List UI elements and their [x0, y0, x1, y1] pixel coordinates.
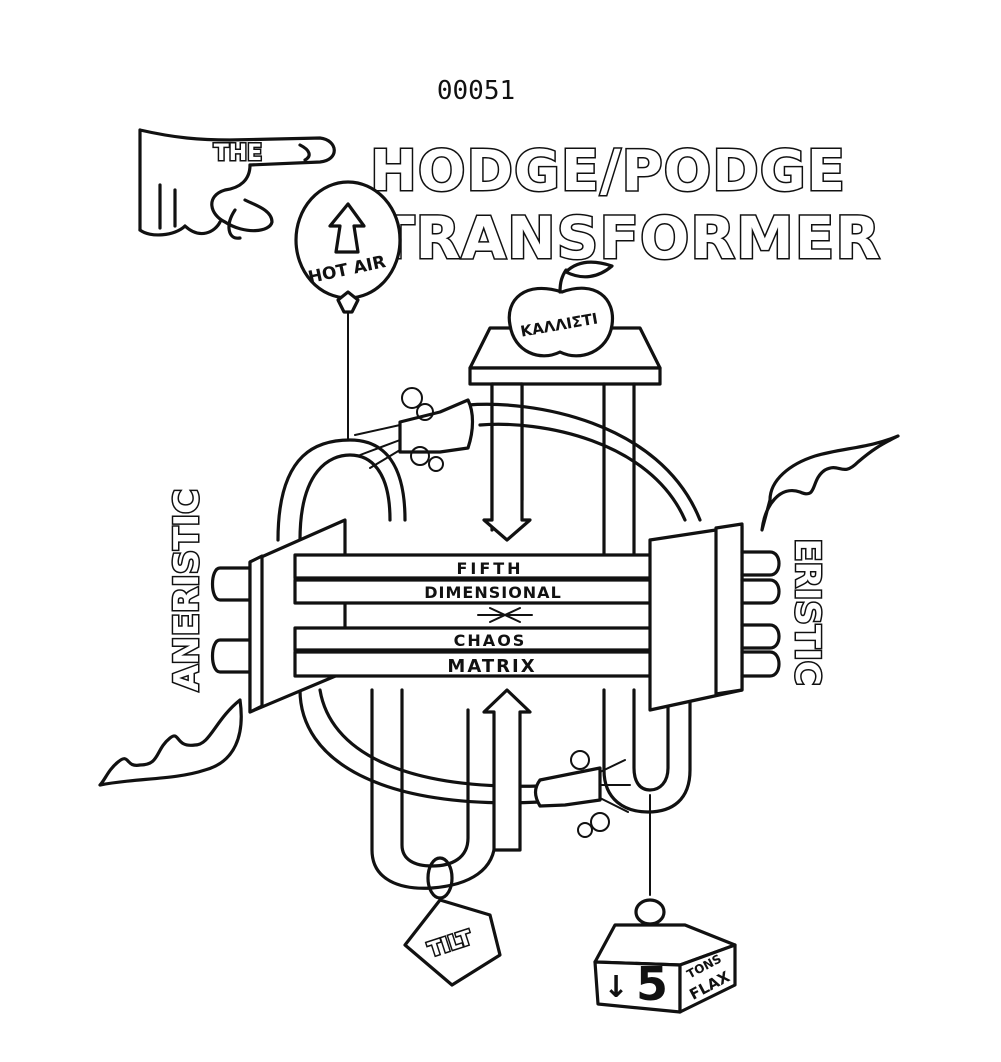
title-line-2: TRANSFORMER	[375, 204, 881, 272]
title-prefix: THE	[214, 141, 262, 166]
up-arrow	[484, 690, 530, 850]
weight-number: 5	[636, 957, 668, 1011]
matrix-line-1: FIFTH	[456, 559, 523, 578]
left-label: ANERISTIC	[167, 489, 207, 691]
golden-apple-icon: ΚΑΛΛΙΣΤΙ	[509, 262, 612, 356]
right-horn-icon	[536, 751, 631, 837]
matrix-line-3: CHAOS	[454, 631, 527, 650]
weight-icon: ↓ 5 TONS FLAX	[595, 795, 735, 1012]
left-feather-icon	[100, 700, 241, 785]
matrix-line-4: MATRIX	[447, 656, 536, 677]
tilt-tag: TILT	[405, 858, 500, 985]
page-number: 00051	[437, 76, 515, 106]
right-label: ERISTIC	[787, 538, 827, 685]
weight-arrow: ↓	[603, 970, 628, 1005]
hot-air-balloon-icon: HOT AIR	[296, 182, 400, 440]
right-feather-icon	[762, 436, 898, 530]
title-line-1: HODGE/PODGE	[370, 139, 846, 204]
chaos-matrix: FIFTH DIMENSIONAL CHAOS MATRIX	[213, 520, 780, 712]
matrix-line-2: DIMENSIONAL	[424, 583, 562, 602]
left-horn-icon	[355, 388, 473, 471]
